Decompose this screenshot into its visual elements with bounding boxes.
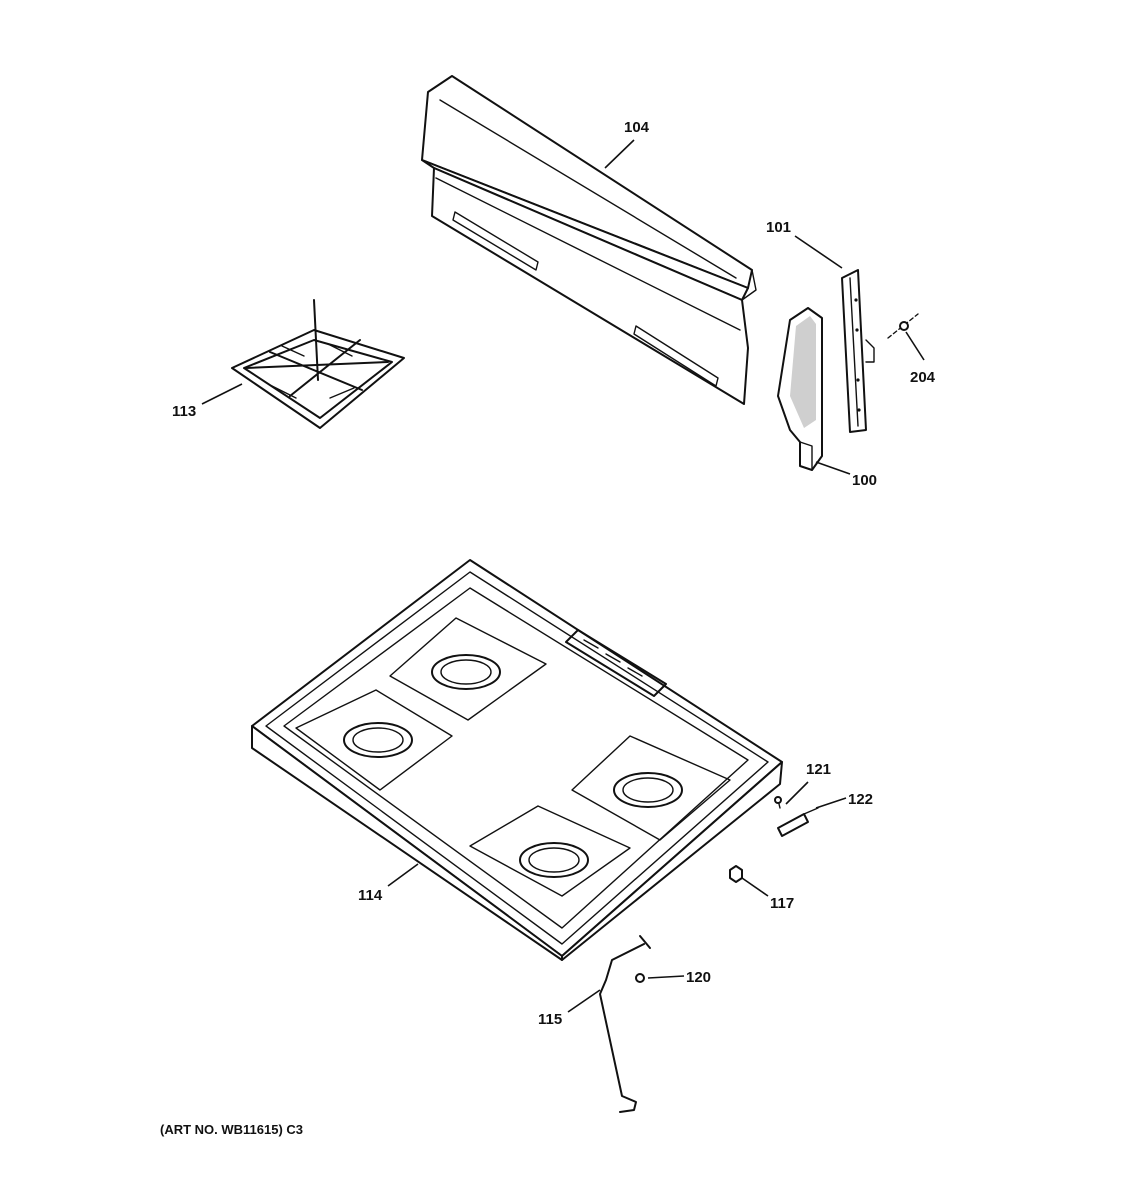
part-101-side-trim: [841, 269, 875, 433]
art-number: (ART NO. WB11615) C3: [160, 1122, 303, 1137]
callout-204: 204: [910, 369, 936, 386]
callout-101: 101: [766, 219, 791, 236]
part-114-cooktop: [251, 559, 783, 961]
part-104-backsplash-panel: [421, 75, 757, 405]
callout-104: 104: [624, 119, 650, 136]
part-115-support-rod: [599, 935, 651, 1113]
part-120-screw: [635, 973, 645, 983]
part-122-clip: [777, 807, 819, 837]
leader-lines: [201, 139, 925, 1013]
part-204-screw: [887, 313, 919, 339]
callout-114: 114: [358, 887, 383, 904]
part-117-nut: [729, 865, 743, 883]
callout-113: 113: [172, 403, 196, 420]
callout-117: 117: [770, 895, 794, 912]
part-113-burner-grate: [231, 299, 405, 429]
part-100-end-cap: [777, 307, 823, 471]
callout-115: 115: [538, 1011, 562, 1028]
callout-120: 120: [686, 969, 711, 986]
callout-121: 121: [806, 761, 831, 778]
part-121-screw: [774, 796, 782, 809]
callout-122: 122: [848, 791, 873, 808]
callout-100: 100: [852, 472, 877, 489]
